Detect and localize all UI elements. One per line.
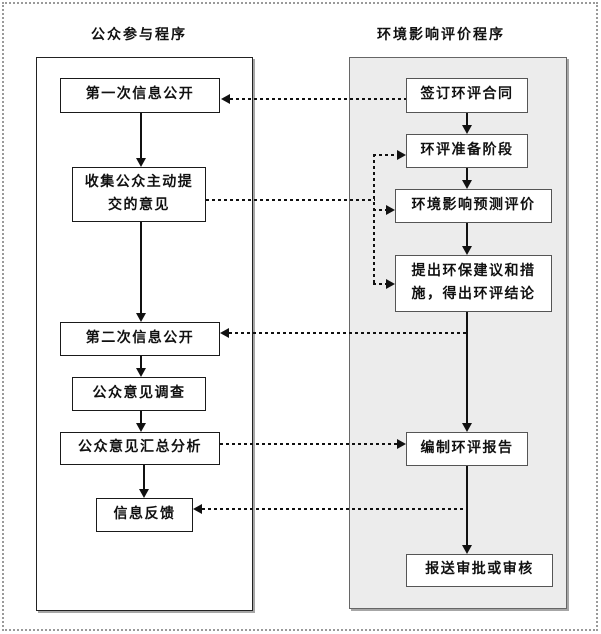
dotted-line xyxy=(373,209,386,211)
arrowhead-down-icon xyxy=(136,313,146,322)
box-submit-approval: 报送审批或审核 xyxy=(406,554,553,587)
dotted-line xyxy=(202,508,467,510)
right-column-title: 环境影响评价程序 xyxy=(377,28,505,43)
box-sign-eia-contract: 签订环评合同 xyxy=(406,78,528,113)
arrow-line xyxy=(466,466,468,546)
arrow-line xyxy=(140,113,142,159)
arrowhead-down-icon xyxy=(462,180,472,189)
dotted-line xyxy=(206,199,375,201)
arrow-line xyxy=(140,356,142,369)
arrowhead-left-icon xyxy=(193,504,202,514)
arrowhead-down-icon xyxy=(136,423,146,432)
arrowhead-down-icon xyxy=(136,158,146,167)
arrowhead-right-icon xyxy=(386,279,395,289)
arrowhead-right-icon xyxy=(386,205,395,215)
arrowhead-down-icon xyxy=(462,246,472,255)
box-env-impact-prediction: 环境影响预测评价 xyxy=(395,189,552,223)
box-eia-preparation: 环评准备阶段 xyxy=(406,134,528,168)
dotted-line xyxy=(220,443,397,445)
box-public-opinion-survey: 公众意见调查 xyxy=(72,377,206,411)
arrow-line xyxy=(466,113,468,126)
arrowhead-right-icon xyxy=(397,439,406,449)
arrowhead-down-icon xyxy=(462,545,472,554)
arrow-line xyxy=(466,168,468,181)
box-opinion-summary-analysis: 公众意见汇总分析 xyxy=(60,432,220,465)
arrow-line xyxy=(140,222,142,314)
arrow-line xyxy=(466,223,468,247)
box-info-feedback: 信息反馈 xyxy=(96,498,193,532)
dotted-line xyxy=(373,154,375,285)
dotted-line xyxy=(373,283,386,285)
dotted-line xyxy=(229,332,467,334)
box-collect-public-opinions: 收集公众主动提交的意见 xyxy=(72,167,206,222)
box-propose-measures-conclusion: 提出环保建议和措施，得出环评结论 xyxy=(395,255,552,312)
box-compile-eia-report: 编制环评报告 xyxy=(406,432,528,466)
arrowhead-down-icon xyxy=(462,125,472,134)
arrow-line xyxy=(140,411,142,424)
left-column-title: 公众参与程序 xyxy=(91,28,187,43)
arrowhead-down-icon xyxy=(136,368,146,377)
dotted-line xyxy=(373,154,397,156)
box-first-info-disclosure: 第一次信息公开 xyxy=(60,78,220,113)
arrowhead-right-icon xyxy=(397,150,406,160)
arrowhead-down-icon xyxy=(462,423,472,432)
arrow-line xyxy=(143,465,145,490)
arrow-line xyxy=(466,312,468,424)
box-second-info-disclosure: 第二次信息公开 xyxy=(60,322,220,356)
arrowhead-left-icon xyxy=(221,94,230,104)
arrowhead-left-icon xyxy=(220,328,229,338)
dotted-line xyxy=(230,98,406,100)
arrowhead-down-icon xyxy=(139,489,149,498)
